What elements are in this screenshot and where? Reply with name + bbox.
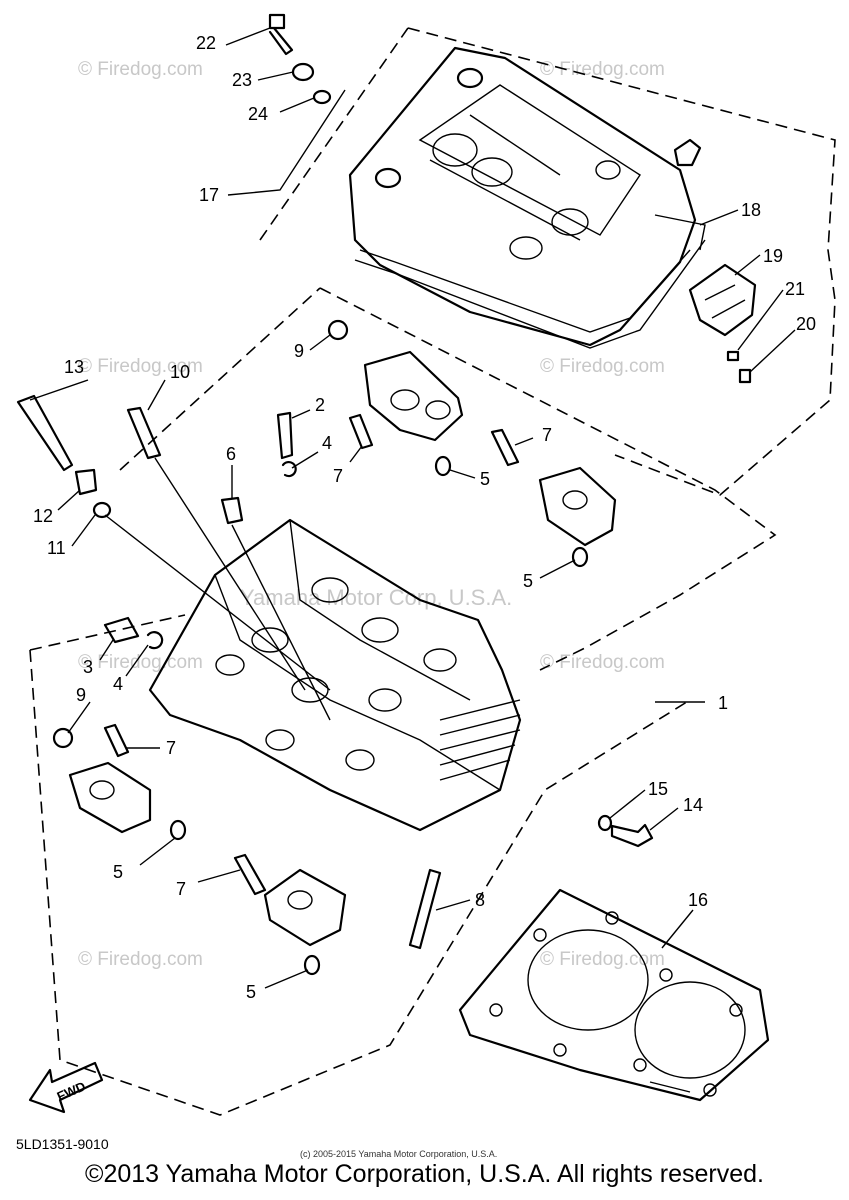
dowel-5-right — [571, 546, 589, 568]
damper-23 — [291, 62, 315, 82]
callout-7-top: 7 — [333, 466, 343, 486]
callout-10: 10 — [170, 362, 190, 382]
camshaft-cap-bottom — [263, 868, 347, 947]
plug-6 — [220, 496, 244, 525]
callout-24: 24 — [248, 104, 268, 124]
bolt-7-bottom — [233, 853, 267, 896]
bolt-7-right — [490, 428, 520, 467]
callout-7-bottom: 7 — [176, 879, 186, 899]
bolt-7-top — [348, 413, 374, 450]
dowel-5-bottom — [303, 954, 321, 976]
stud-13 — [16, 394, 74, 472]
watermark-center: Yamaha Motor Corp, U.S.A. — [240, 585, 512, 610]
callout-7-left: 7 — [166, 738, 176, 758]
watermark: © Firedog.com — [540, 356, 665, 377]
callout-9-top: 9 — [294, 341, 304, 361]
bolt-14 — [610, 823, 654, 848]
valve-guide-3 — [103, 616, 140, 644]
clip-4-left — [146, 631, 164, 650]
copyright-footer: ©2013 Yamaha Motor Corporation, U.S.A. A… — [85, 1160, 764, 1188]
cap-nut-12 — [74, 468, 98, 496]
leader-lines — [29, 27, 796, 989]
callout-1: 1 — [718, 693, 728, 713]
cylinder-head-cover — [348, 46, 706, 349]
camshaft-cap-upper — [363, 350, 464, 442]
callout-5-right: 5 — [523, 571, 533, 591]
callout-17: 17 — [199, 185, 219, 205]
cylinder-head-gasket — [458, 888, 770, 1102]
watermark: © Firedog.com — [540, 59, 665, 80]
spark-plug-10 — [126, 406, 162, 460]
callout-6: 6 — [226, 444, 236, 464]
watermark: © Firedog.com — [540, 949, 665, 970]
small-credit: (c) 2005-2015 Yamaha Motor Corporation, … — [300, 1149, 497, 1159]
watermark: © Firedog.com — [78, 949, 203, 970]
callout-22: 22 — [196, 33, 216, 53]
callout-9-left: 9 — [76, 685, 86, 705]
dowel-5-left — [169, 819, 187, 841]
stud-8 — [408, 868, 442, 950]
bolt-20 — [738, 368, 752, 384]
clip-4-top — [281, 460, 297, 478]
callout-13: 13 — [64, 357, 84, 377]
valve-guide-2 — [276, 411, 294, 460]
callout-19: 19 — [763, 246, 783, 266]
breather-cover — [688, 263, 757, 337]
callout-23: 23 — [232, 70, 252, 90]
cap-9-top — [327, 319, 349, 341]
callout-7-right: 7 — [542, 425, 552, 445]
cap-9-left — [52, 727, 74, 749]
callout-18: 18 — [741, 200, 761, 220]
callout-8: 8 — [475, 890, 485, 910]
bolt-21 — [726, 350, 740, 362]
diagram-code: 5LD1351-9010 — [16, 1136, 109, 1152]
cover-gasket — [654, 214, 706, 251]
callout-3: 3 — [83, 657, 93, 677]
callout-5-left: 5 — [113, 862, 123, 882]
watermark: © Firedog.com — [78, 356, 203, 377]
callout-5-top: 5 — [480, 469, 490, 489]
head-group-outline — [29, 614, 691, 1116]
callout-14: 14 — [683, 795, 703, 815]
fwd-label: FWD — [55, 1078, 88, 1104]
callout-21: 21 — [785, 279, 805, 299]
callout-12: 12 — [33, 506, 53, 526]
callout-5-bottom: 5 — [246, 982, 256, 1002]
watermark: © Firedog.com — [78, 59, 203, 80]
callout-4-left: 4 — [113, 674, 123, 694]
camshaft-cap-left — [68, 761, 152, 834]
cylinder-head — [148, 518, 522, 832]
callout-11: 11 — [47, 538, 66, 558]
cover-group-outline — [259, 27, 836, 496]
washer-11 — [92, 501, 112, 519]
dowel-5-top — [434, 455, 452, 477]
camshaft-cap-right — [538, 466, 617, 547]
callout-2: 2 — [315, 395, 325, 415]
watermark: © Firedog.com — [540, 652, 665, 673]
callout-4-top: 4 — [322, 433, 332, 453]
callout-16: 16 — [688, 890, 708, 910]
watermark: © Firedog.com — [78, 652, 203, 673]
washer-15 — [597, 814, 613, 832]
callout-20: 20 — [796, 314, 816, 334]
washer-24 — [312, 89, 332, 105]
bolt-22 — [268, 13, 294, 56]
callout-15: 15 — [648, 779, 668, 799]
bolt-7-left — [103, 723, 130, 758]
